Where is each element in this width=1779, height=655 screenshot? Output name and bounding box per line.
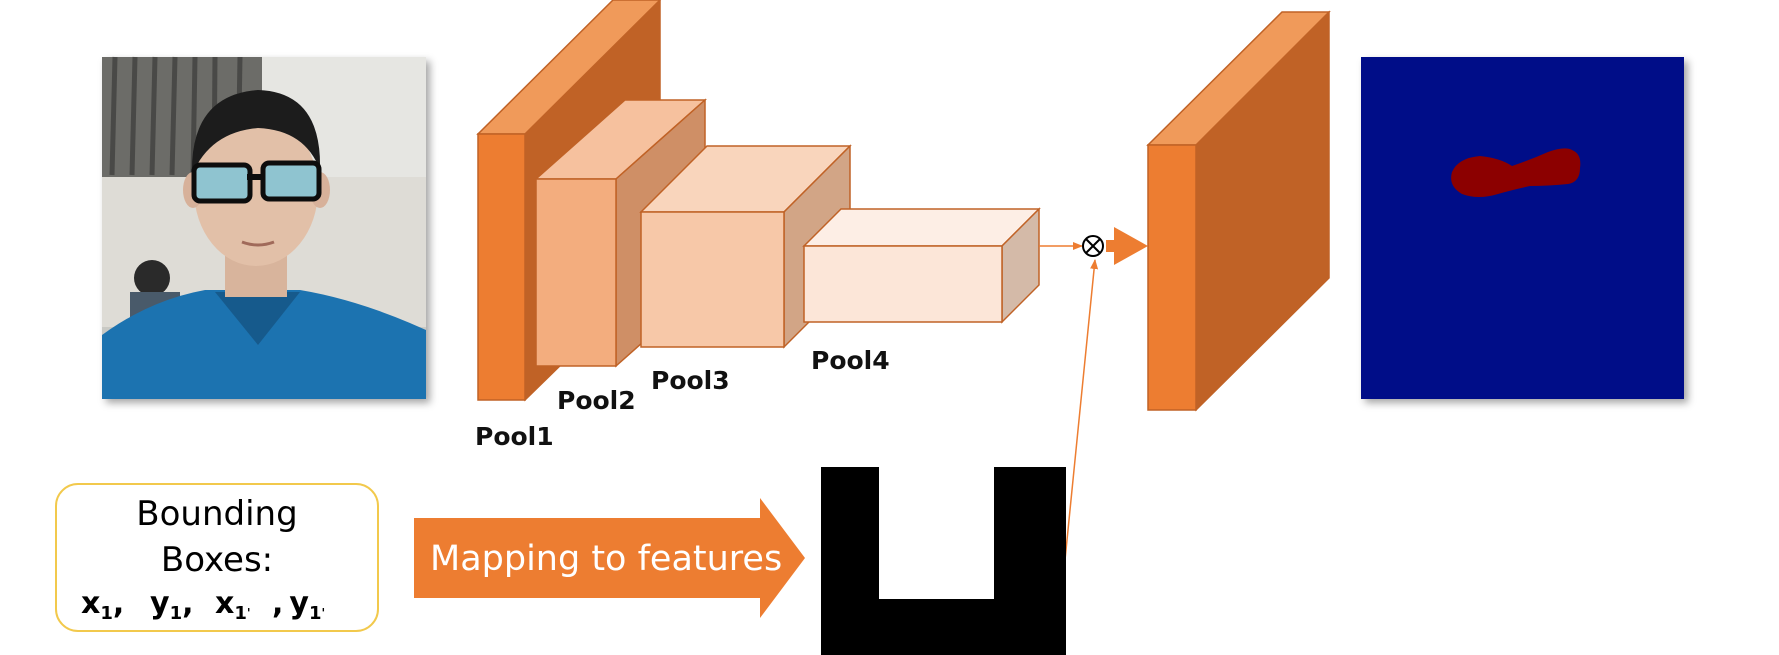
coord-x2-sub: 1 bbox=[234, 603, 247, 624]
pool2-label: Pool2 bbox=[557, 386, 636, 415]
pool3-label: Pool3 bbox=[651, 366, 730, 395]
coord-y1: y bbox=[150, 586, 170, 621]
coord-x2-prime: ' bbox=[247, 606, 251, 620]
coord-sep-2: , bbox=[182, 586, 193, 621]
operator-to-output-arrow bbox=[1106, 227, 1148, 265]
coord-y1-sub: 1 bbox=[170, 603, 183, 624]
coord-y2: y bbox=[289, 586, 309, 621]
segmentation-blob bbox=[1451, 148, 1581, 197]
mask-image bbox=[821, 467, 1066, 655]
coord-x2: x bbox=[215, 586, 234, 621]
bounding-box-panel bbox=[55, 483, 379, 632]
pool4-block bbox=[802, 207, 1041, 324]
coord-y2-sub: 1 bbox=[309, 603, 322, 624]
mapping-arrow-label: Mapping to features bbox=[430, 539, 782, 579]
output-feature-block bbox=[1146, 10, 1331, 412]
multiply-operator-icon bbox=[1082, 235, 1104, 257]
bounding-box-title-line1: Bounding bbox=[136, 494, 297, 534]
svg-text:x1': x1' bbox=[215, 586, 251, 624]
coord-y2-prime: ' bbox=[322, 606, 326, 620]
bounding-box-title-line2: Boxes: bbox=[161, 540, 273, 580]
coord-sep-3: , bbox=[272, 586, 283, 621]
coord-sep-1: , bbox=[113, 586, 124, 621]
svg-text:y1,: y1, bbox=[150, 586, 194, 624]
pool4-label: Pool4 bbox=[811, 346, 890, 375]
svg-text:x1,: x1, bbox=[81, 586, 124, 624]
pool1-label: Pool1 bbox=[475, 422, 554, 451]
mask-to-operator-arrow bbox=[1064, 259, 1099, 561]
coord-x1: x bbox=[81, 586, 100, 621]
input-photo bbox=[102, 56, 426, 399]
svg-text:,y1': ,y1' bbox=[272, 586, 325, 624]
segmentation-output bbox=[1361, 57, 1684, 399]
bounding-box-coordinates: x1, y1, x1' ,y1' bbox=[81, 586, 325, 624]
mapping-arrow bbox=[414, 498, 805, 618]
coord-x1-sub: 1 bbox=[100, 603, 113, 624]
